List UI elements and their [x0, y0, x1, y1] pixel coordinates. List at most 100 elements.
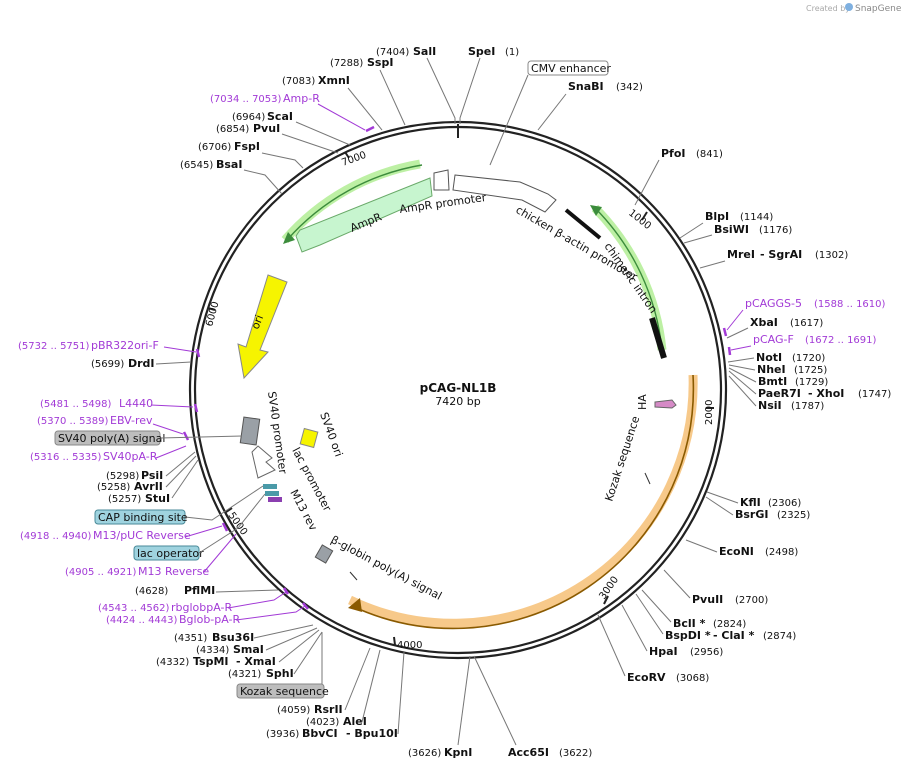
site-rsrii: RsrII [314, 703, 343, 716]
orf-arrowhead-icon [348, 598, 362, 612]
site-bbvci-pos: (3936) [266, 729, 299, 740]
site-pvuii: PvuII [692, 593, 723, 606]
site-spei-pos: (1) [505, 47, 519, 58]
label-sv40-ori: SV40 ori [317, 411, 345, 459]
site-xbai: XbaI [750, 316, 778, 329]
site-pfoi: PfoI [661, 147, 686, 160]
tick-6000 [207, 307, 216, 311]
tick-label-1000: 1000 [626, 208, 653, 232]
primer-l4440: L4440 [119, 397, 153, 410]
primer-rbglobpa-pos: (4543 .. 4562) [98, 603, 170, 614]
tick-1000 [641, 211, 648, 221]
snapgene-logo-icon [845, 3, 853, 11]
site-bsu36i: Bsu36I [212, 631, 254, 644]
site-snabi-pos: (342) [616, 82, 643, 93]
tick-7000 [344, 151, 350, 159]
sv40-polyA-block [239, 416, 261, 446]
primer-pcaggs5-pos: (1588 .. 1610) [814, 299, 886, 310]
site-bsai-pos: (6545) [180, 160, 213, 171]
site-pvuii-pos: (2700) [735, 595, 768, 606]
chimeric-intron-arrow [594, 207, 663, 351]
site-bbvci: BbvCI [302, 727, 338, 740]
sv40-polyA-box-label: SV40 poly(A) signal [58, 432, 165, 445]
site-blpi: BlpI [705, 210, 729, 223]
site-nsii-pos: (1787) [791, 401, 824, 412]
site-spei: SpeI [468, 45, 495, 58]
site-drdi: DrdI [128, 357, 155, 370]
site-bsai: BsaI [216, 158, 242, 171]
site-nhei: NheI [757, 363, 786, 376]
site-ecorv: EcoRV [627, 671, 666, 684]
primer-m13puc-pos: (4918 .. 4940) [20, 531, 92, 542]
site-pvui-left: PvuI [253, 122, 280, 135]
site-bcli-pos: (2824) [713, 619, 746, 630]
primer-pcagf: pCAG-F [753, 333, 794, 346]
tick-label-2000: 2000 [704, 400, 715, 425]
bglobin-mark [349, 571, 358, 581]
label-bglobin-polyA: β-globin poly(A) signal [329, 533, 444, 603]
orf-highlight-glow [348, 374, 698, 628]
site-bsiwi-pos: (1176) [759, 225, 792, 236]
tick-5000 [225, 507, 233, 513]
site-noti-pos: (1720) [792, 353, 825, 364]
site-mrei-pos: (1302) [815, 250, 848, 261]
chicken-actin-bar [564, 208, 602, 240]
cmv-enhancer-box-label: CMV enhancer [531, 62, 611, 75]
site-blpi-pos: (1144) [740, 212, 773, 223]
ampr-primer-glow [281, 159, 421, 243]
site-nhei-pos: (1725) [794, 365, 827, 376]
lac-operator-block [265, 491, 279, 496]
site-bcli: BclI * [673, 617, 706, 630]
primer-ampr: Amp-R [283, 92, 320, 105]
site-paer7i: PaeR7I [758, 387, 801, 400]
tick-4000 [393, 636, 396, 646]
site-stui-pos: (5257) [108, 494, 141, 505]
site-xmai: - XmaI [236, 655, 276, 668]
site-xmni-pos: (7083) [282, 76, 315, 87]
site-tspmi-pos: (4332) [156, 657, 189, 668]
site-rsrii-pos: (4059) [277, 705, 310, 716]
m13-block [268, 497, 282, 502]
site-drdi-pos: (5699) [91, 359, 124, 370]
site-xmni: XmnI [318, 74, 350, 87]
site-bmti-pos: (1729) [795, 377, 828, 388]
plasmid-size: 7420 bp [435, 395, 480, 408]
watermark-text: Created by [806, 4, 850, 13]
intron-bar [649, 317, 667, 359]
label-kozak-inner: Kozak sequence [602, 414, 642, 503]
site-stui: StuI [145, 492, 170, 505]
site-kfli-pos: (2306) [768, 498, 801, 509]
sv40-ori-block [299, 427, 319, 449]
ha-tag-arrow [654, 399, 677, 409]
site-acc65i-pos: (3622) [559, 748, 592, 759]
label-ori: ori [249, 313, 266, 331]
site-bsiwi: BsiWI [714, 223, 749, 236]
primer-m13rev: M13 Reverse [138, 565, 209, 578]
site-fspi: FspI [234, 140, 260, 153]
site-bspdi: BspDI * [665, 629, 711, 642]
sv40-promoter-arrow [251, 445, 276, 479]
watermark-brand: SnapGene [855, 4, 902, 14]
site-bpu10i: - Bpu10I [346, 727, 398, 740]
chimeric-intron-arrowhead-icon [590, 205, 602, 216]
site-alei-pos: (4023) [306, 717, 339, 728]
primer-pbr322: pBR322ori-F [91, 339, 159, 352]
site-clai: - ClaI * [713, 629, 755, 642]
left-sites: (5732 .. 5751) pBR322ori-F (5699) DrdI (… [18, 339, 592, 759]
site-pfoi-pos: (841) [696, 149, 723, 160]
site-hpai-pos: (2956) [690, 647, 723, 658]
site-bsrgi-pos: (2325) [777, 510, 810, 521]
cap-block [263, 484, 277, 489]
site-sphi-pos: (4321) [228, 669, 261, 680]
site-noti: NotI [756, 351, 782, 364]
site-pvui-left-pos: (6854) [216, 124, 249, 135]
site-kpni-pos: (3626) [408, 748, 441, 759]
primer-m13rev-pos: (4905 .. 4921) [65, 567, 137, 578]
label-ha: HA [636, 394, 649, 410]
kozak-sequence-box [236, 683, 325, 699]
site-xhoi: - XhoI [808, 387, 844, 400]
site-nsii: NsiI [758, 399, 782, 412]
site-ecorv-pos: (3068) [676, 673, 709, 684]
primer-pcagf-pos: (1672 .. 1691) [805, 335, 877, 346]
ampr-primer-arrowhead-icon [283, 232, 295, 244]
